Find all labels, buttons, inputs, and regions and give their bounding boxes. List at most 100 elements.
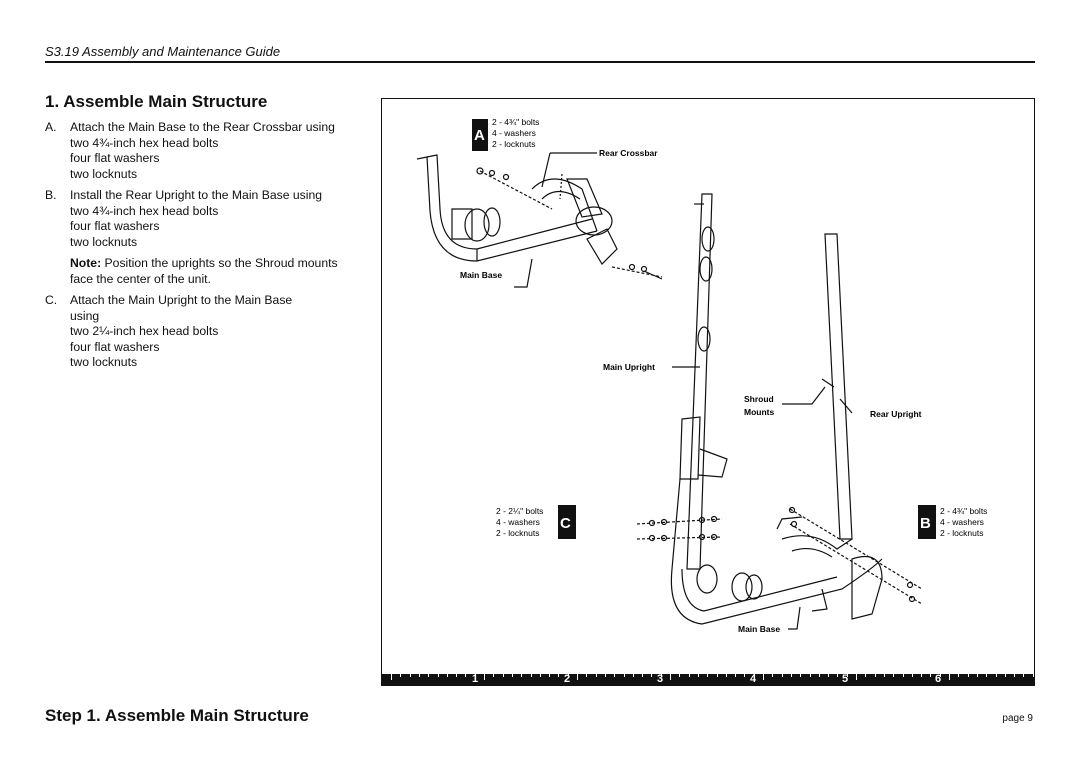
ruler-number: 5: [842, 673, 849, 685]
callout-b-line: 2 - locknuts: [940, 528, 983, 538]
ruler-tick: [902, 674, 904, 677]
ruler-tick: [632, 674, 634, 677]
callout-c-box: [558, 505, 576, 539]
ruler-tick: [735, 674, 737, 677]
ruler-tick: [856, 674, 857, 680]
ruler-tick: [1004, 674, 1006, 677]
ruler-number: 3: [657, 673, 664, 685]
ruler-tick: [763, 674, 764, 680]
ruler-tick: [502, 674, 504, 677]
page-number: page 9: [1002, 713, 1033, 724]
inch-ruler: 1 2 3 4 5 6: [381, 673, 1035, 686]
ruler-tick: [577, 674, 578, 680]
label-shroud: Shroud: [744, 394, 774, 404]
ruler-tick: [753, 674, 755, 677]
assembly-illustration: A 2 - 4¾" bolts 4 - washers 2 - locknuts…: [416, 117, 987, 634]
ruler-tick: [725, 674, 727, 677]
step-b: B. Install the Rear Upright to the Main …: [45, 188, 365, 250]
ruler-tick: [484, 674, 485, 680]
ruler-tick: [446, 674, 448, 677]
ruler-tick: [911, 674, 913, 677]
step-line: two 4¾-inch hex head bolts: [70, 203, 219, 218]
ruler-tick: [697, 674, 699, 677]
ruler-tick: [744, 674, 746, 677]
label-rear-crossbar: Rear Crossbar: [599, 148, 658, 158]
step-line: four flat washers: [70, 339, 160, 354]
step-line: using: [70, 308, 100, 323]
ruler-tick: [846, 674, 848, 677]
ruler-tick: [716, 674, 718, 677]
ruler-tick: [679, 674, 681, 677]
ruler-tick: [986, 674, 988, 677]
note-label: Note:: [70, 256, 102, 270]
ruler-tick: [623, 674, 625, 677]
callout-b-line: 2 - 4¾" bolts: [940, 506, 987, 516]
step-line: Install the Rear Upright to the Main Bas…: [70, 188, 323, 202]
ruler-tick: [921, 674, 923, 677]
ruler-tick: [865, 674, 867, 677]
ruler-tick: [549, 674, 551, 677]
ruler-tick: [883, 674, 885, 677]
label-rear-upright: Rear Upright: [870, 409, 922, 419]
note-text-2: face the center of the unit.: [70, 271, 211, 286]
ruler-tick: [688, 674, 690, 677]
ruler-tick: [930, 674, 932, 677]
ruler-tick: [586, 674, 588, 677]
ruler-tick: [456, 674, 458, 677]
ruler-tick: [567, 674, 569, 677]
step-letter: B.: [45, 188, 57, 202]
step-line: two locknuts: [70, 355, 138, 369]
step-line: two locknuts: [70, 166, 138, 181]
ruler-tick: [976, 674, 978, 677]
step-line: two 2¼-inch hex head bolts: [70, 324, 219, 338]
ruler-tick: [614, 674, 616, 677]
label-main-upright: Main Upright: [603, 362, 655, 372]
callout-c-line: 4 - washers: [496, 517, 540, 527]
callout-a-line: 4 - washers: [492, 128, 536, 138]
ruler-tick: [949, 674, 950, 680]
callout-b-box: [918, 505, 936, 539]
callout-a-line: 2 - locknuts: [492, 139, 535, 149]
ruler-tick: [893, 674, 895, 677]
ruler-tick: [958, 674, 960, 677]
ruler-number: 6: [935, 673, 942, 685]
ruler-tick: [418, 674, 420, 677]
callout-c-line: 2 - 2¼" bolts: [496, 506, 543, 516]
note-text: Position the uprights so the Shroud moun…: [101, 256, 338, 270]
ruler-tick: [670, 674, 671, 680]
ruler-tick: [772, 674, 774, 677]
assembly-diagram: A 2 - 4¾" bolts 4 - washers 2 - locknuts…: [381, 98, 1035, 686]
footer-step-title: Step 1. Assemble Main Structure: [45, 706, 309, 725]
ruler-tick: [818, 674, 820, 677]
callout-b-line: 4 - washers: [940, 517, 984, 527]
callout-c-line: 2 - locknuts: [496, 528, 539, 538]
ruler-tick: [809, 674, 811, 677]
step-line: four flat washers: [70, 151, 160, 165]
note: Note: Position the uprights so the Shrou…: [70, 256, 365, 287]
ruler-tick: [474, 674, 476, 677]
ruler-tick: [493, 674, 495, 677]
step-line: Attach the Main Base to the Rear Crossba…: [70, 120, 335, 134]
step-line: two locknuts: [70, 234, 138, 249]
step-line: Attach the Main Upright to the Main Base: [70, 293, 293, 307]
ruler-tick: [651, 674, 653, 677]
callout-c-letter: C: [560, 515, 571, 532]
ruler-tick: [558, 674, 560, 677]
ruler-tick: [1014, 674, 1016, 677]
ruler-tick: [995, 674, 997, 677]
callout-a-box: [472, 119, 488, 151]
ruler-tick: [400, 674, 402, 677]
step-letter: C.: [45, 293, 58, 307]
ruler-tick: [437, 674, 439, 677]
ruler-tick: [800, 674, 802, 677]
step-line: two 4¾-inch hex head bolts: [70, 135, 219, 150]
step-letter: A.: [45, 120, 57, 134]
ruler-tick: [967, 674, 969, 677]
instructions: A. Attach the Main Base to the Rear Cros…: [45, 120, 365, 377]
callout-b-letter: B: [920, 515, 931, 532]
ruler-tick: [409, 674, 411, 677]
ruler-tick: [530, 674, 532, 677]
ruler-tick: [428, 674, 430, 677]
ruler-tick: [604, 674, 606, 677]
ruler-tick: [874, 674, 876, 677]
